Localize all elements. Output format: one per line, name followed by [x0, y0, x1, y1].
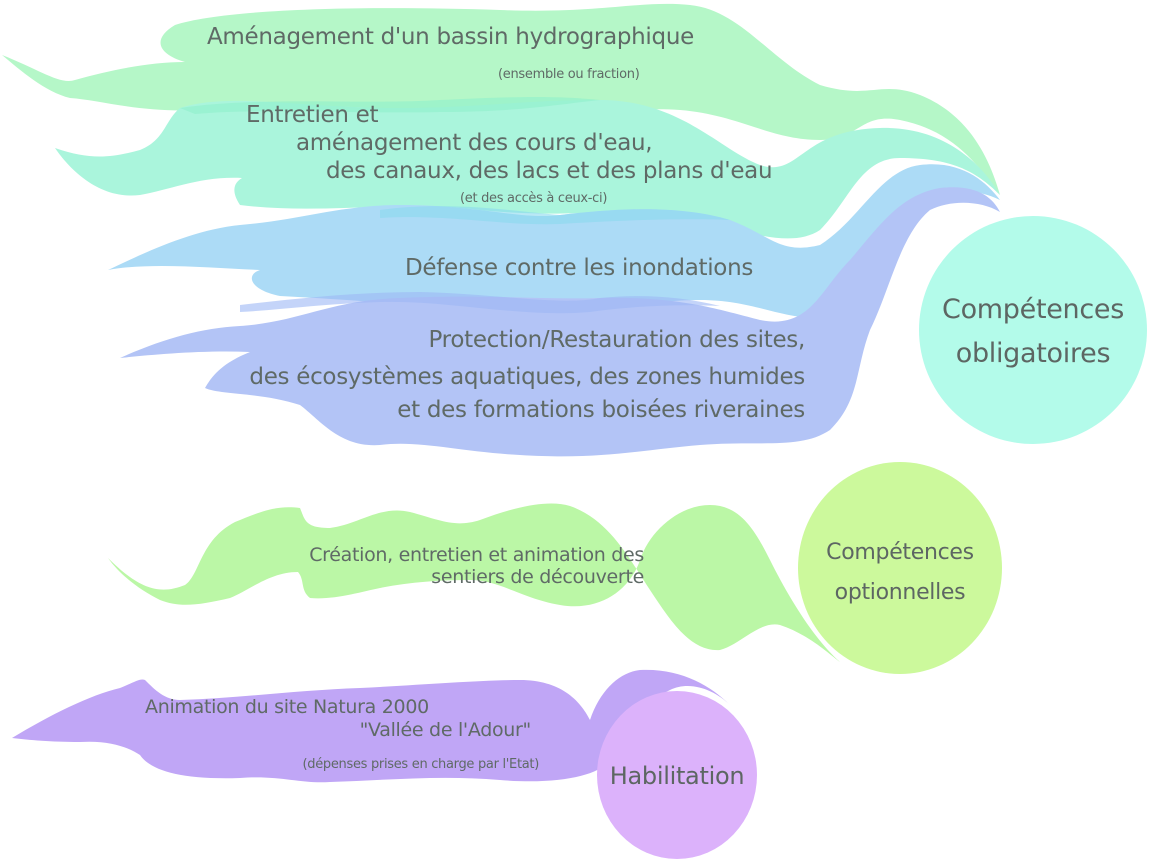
- hub-label-obligatoires: Compétences obligatoires: [919, 288, 1147, 376]
- item-entretien-line-2: aménagement des cours d'eau,: [296, 130, 653, 156]
- item-natura-2000-line-2: "Vallée de l'Adour": [359, 719, 532, 741]
- ribbon-seam: [240, 292, 720, 314]
- item-protection-line-3: et des formations boisées riveraines: [397, 397, 805, 423]
- item-amenagement-bassin-note: (ensemble ou fraction): [498, 67, 640, 82]
- hub-circle-habilitation: [597, 691, 757, 859]
- hub-label-optionnelles-line-1: Compétences: [826, 540, 974, 565]
- item-amenagement-bassin-label: Aménagement d'un bassin hydrographique: [207, 24, 694, 50]
- ribbon-defense-inondations: [108, 164, 1000, 318]
- hub-circle-obligatoires: [919, 216, 1147, 444]
- item-creation-sentiers-line-1: Création, entretien et animation des: [309, 544, 644, 566]
- item-protection-line-2: des écosystèmes aquatiques, des zones hu…: [249, 364, 805, 390]
- ribbon-protection-restauration: [120, 187, 1000, 457]
- ribbon-creation-sentiers: [108, 503, 840, 662]
- hub-label-habilitation-line-1: Habilitation: [609, 762, 745, 790]
- hub-label-optionnelles-line-2: optionnelles: [834, 580, 966, 605]
- hub-label-habilitation: Habilitation: [597, 756, 757, 796]
- item-creation-sentiers-line-2: sentiers de découverte: [431, 566, 644, 588]
- item-protection-line-1: Protection/Restauration des sites,: [428, 327, 806, 353]
- item-natura-2000-note: (dépenses prises en charge par l'Etat): [302, 757, 539, 772]
- item-natura-2000-line-1: Animation du site Natura 2000: [145, 696, 429, 718]
- hub-circle-optionnelles: [798, 462, 1002, 674]
- ribbon-natura-2000: [12, 669, 730, 783]
- ribbon-seam: [380, 206, 730, 225]
- ribbon-seam: [180, 97, 600, 114]
- hub-label-optionnelles: Compétences optionnelles: [798, 533, 1002, 613]
- item-entretien-note: (et des accès à ceux-ci): [460, 191, 608, 206]
- item-defense-inondations-label: Défense contre les inondations: [405, 255, 754, 281]
- item-entretien-line-3: des canaux, des lacs et des plans d'eau: [326, 158, 773, 184]
- hub-label-obligatoires-line-1: Compétences: [942, 294, 1124, 325]
- ribbon-entretien: [55, 100, 1000, 239]
- hub-label-obligatoires-line-2: obligatoires: [955, 338, 1111, 369]
- item-entretien-line-1: Entretien et: [246, 102, 379, 128]
